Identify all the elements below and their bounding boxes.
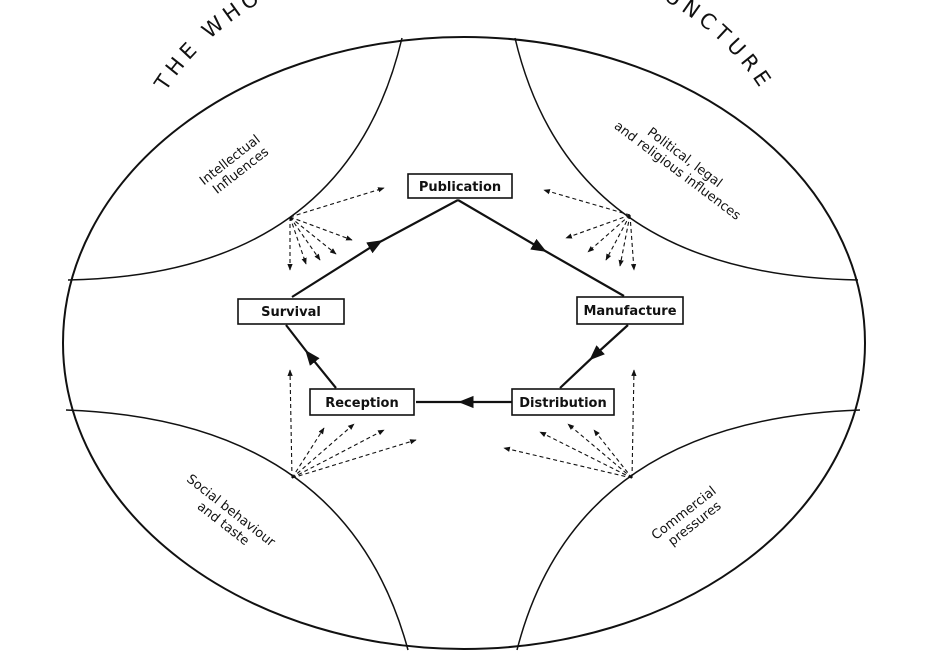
reception-label: Reception: [325, 396, 399, 411]
social-influence-arrows: [287, 369, 417, 479]
intellectual-arrow: [289, 187, 385, 218]
manufacture-node: Manufacture: [576, 296, 684, 325]
intellectual-arrow: [289, 216, 321, 261]
political-arrow: [618, 214, 631, 267]
political-influences-line-2: and religious influences: [611, 119, 743, 224]
intellectual-influences-label: Intellectual Influences: [197, 130, 276, 201]
social-arrow: [291, 429, 385, 479]
publication-to-manufacture-line: [457, 199, 625, 297]
intellectual-arrow: [289, 216, 337, 255]
social-arrow: [291, 427, 325, 479]
commercial-arrow: [567, 423, 633, 479]
manufacture-label: Manufacture: [583, 304, 676, 319]
survival-to-publication-line: [291, 199, 459, 298]
political-arrow: [629, 214, 637, 271]
commercial-arrow: [503, 446, 633, 479]
political-arrow: [565, 214, 631, 239]
political-arrow: [605, 214, 631, 261]
intellectual-arrow: [289, 216, 307, 265]
manufacture-to-distribution-line: [559, 324, 629, 389]
political-arrow: [543, 189, 631, 216]
social-behaviour-label: Social behaviour and taste: [174, 472, 281, 565]
survival-label: Survival: [261, 305, 321, 320]
intellectual-influence-arrows: [287, 187, 385, 271]
distribution-label: Distribution: [519, 396, 606, 411]
diagram-title-text: THE WHOLE SOCIO - ECONOMIC CONJUNCTURE: [149, 0, 773, 95]
commercial-influence-arrows: [503, 369, 637, 479]
political-influence-arrows: [543, 189, 637, 271]
social-arrow: [287, 369, 293, 479]
publication-node: Publication: [407, 173, 513, 199]
political-arrow: [587, 214, 631, 253]
social-arrow: [291, 439, 417, 479]
commercial-arrow: [539, 431, 633, 479]
reception-to-survival-line: [285, 324, 337, 389]
commercial-arrow: [631, 369, 637, 479]
intellectual-arrow: [289, 216, 353, 241]
reception-node: Reception: [309, 388, 415, 416]
commercial-arrow: [593, 429, 633, 479]
diagram-title: THE WHOLE SOCIO - ECONOMIC CONJUNCTURE: [149, 0, 778, 95]
distribution-node: Distribution: [511, 388, 615, 416]
survival-node: Survival: [237, 298, 345, 325]
commercial-pressures-label: Commercial pressures: [649, 481, 732, 555]
publication-label: Publication: [419, 180, 501, 195]
circuit-lines: [285, 199, 629, 409]
outer-ellipse: [62, 36, 866, 650]
political-influences-label: Political, legal and religious influence…: [611, 107, 752, 224]
